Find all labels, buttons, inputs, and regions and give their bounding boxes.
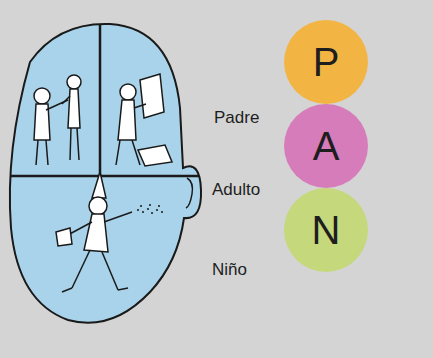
state-label: Niño — [212, 260, 247, 280]
parent-circle: P — [284, 20, 368, 104]
state-letter: A — [313, 126, 340, 166]
adult-circle: A — [284, 104, 368, 188]
state-label: Adulto — [212, 180, 260, 200]
state-letter: P — [313, 42, 340, 82]
state-letter: N — [312, 210, 341, 250]
child-circle: N — [284, 188, 368, 272]
state-label: Padre — [214, 108, 259, 128]
